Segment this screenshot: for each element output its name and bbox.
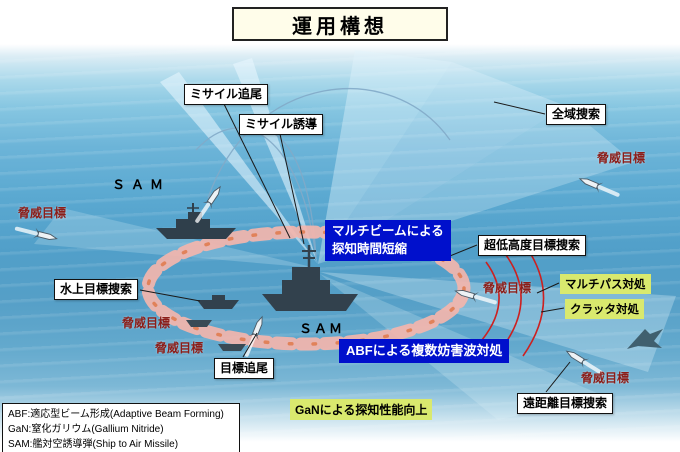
legend-gan: GaN:窒化ガリウム(Gallium Nitride)	[8, 424, 164, 435]
callout-surface-target-search: 水上目標捜索	[54, 279, 139, 300]
abbreviation-legend: ABF:適応型ビーム形成(Adaptive Beam Forming) GaN:…	[2, 403, 240, 452]
threat-target-label: 脅威目標	[597, 151, 646, 165]
callout-missile-tracking: ミサイル追尾	[184, 84, 269, 105]
leader-lines	[139, 101, 571, 393]
feature-abf-jamming: ABFによる複数妨害波対処	[339, 339, 510, 364]
feature-multibeam-line1: マルチビームによる	[332, 224, 444, 238]
threat-target-label: 脅威目標	[155, 341, 204, 355]
patrol-boat	[197, 295, 239, 309]
page-title: 運用構想	[232, 7, 448, 41]
threat-target-label: 脅威目標	[122, 316, 171, 330]
threat-target-label: 脅威目標	[581, 371, 630, 385]
feature-multibeam: マルチビームによる 探知時間短縮	[325, 220, 451, 261]
sam-missile	[190, 181, 227, 226]
feature-multibeam-line2: 探知時間短縮	[332, 241, 408, 256]
callout-ultra-low-altitude-search: 超低高度目標捜索	[478, 235, 587, 256]
radar-coverage-ring	[141, 225, 471, 351]
feature-clutter: クラッタ対処	[565, 299, 644, 319]
callout-all-area-search: 全域捜索	[546, 104, 607, 125]
callout-missile-guidance: ミサイル誘導	[239, 114, 324, 135]
feature-gan-detection: GaNによる探知性能向上	[290, 399, 433, 420]
threat-target-label: 脅威目標	[18, 206, 67, 220]
sam-label-left: ＳＡＭ	[112, 177, 170, 192]
main-ship	[262, 245, 358, 311]
legend-sam: SAM:艦対空誘導弾(Ship to Air Missile)	[8, 439, 179, 450]
fighter-jet	[627, 329, 663, 349]
sam-label-center: ＳＡＭ	[299, 321, 345, 336]
left-destroyer	[156, 203, 236, 239]
callout-long-range-search: 遠距離目標捜索	[517, 393, 614, 414]
legend-abf: ABF:適応型ビーム形成(Adaptive Beam Forming)	[8, 409, 224, 420]
threat-target-label: 脅威目標	[483, 281, 532, 295]
radar-wave-arcs	[481, 247, 545, 357]
small-surface-craft	[186, 320, 246, 351]
callout-target-tracking: 目標追尾	[214, 358, 275, 379]
feature-multipath: マルチパス対処	[560, 274, 651, 294]
